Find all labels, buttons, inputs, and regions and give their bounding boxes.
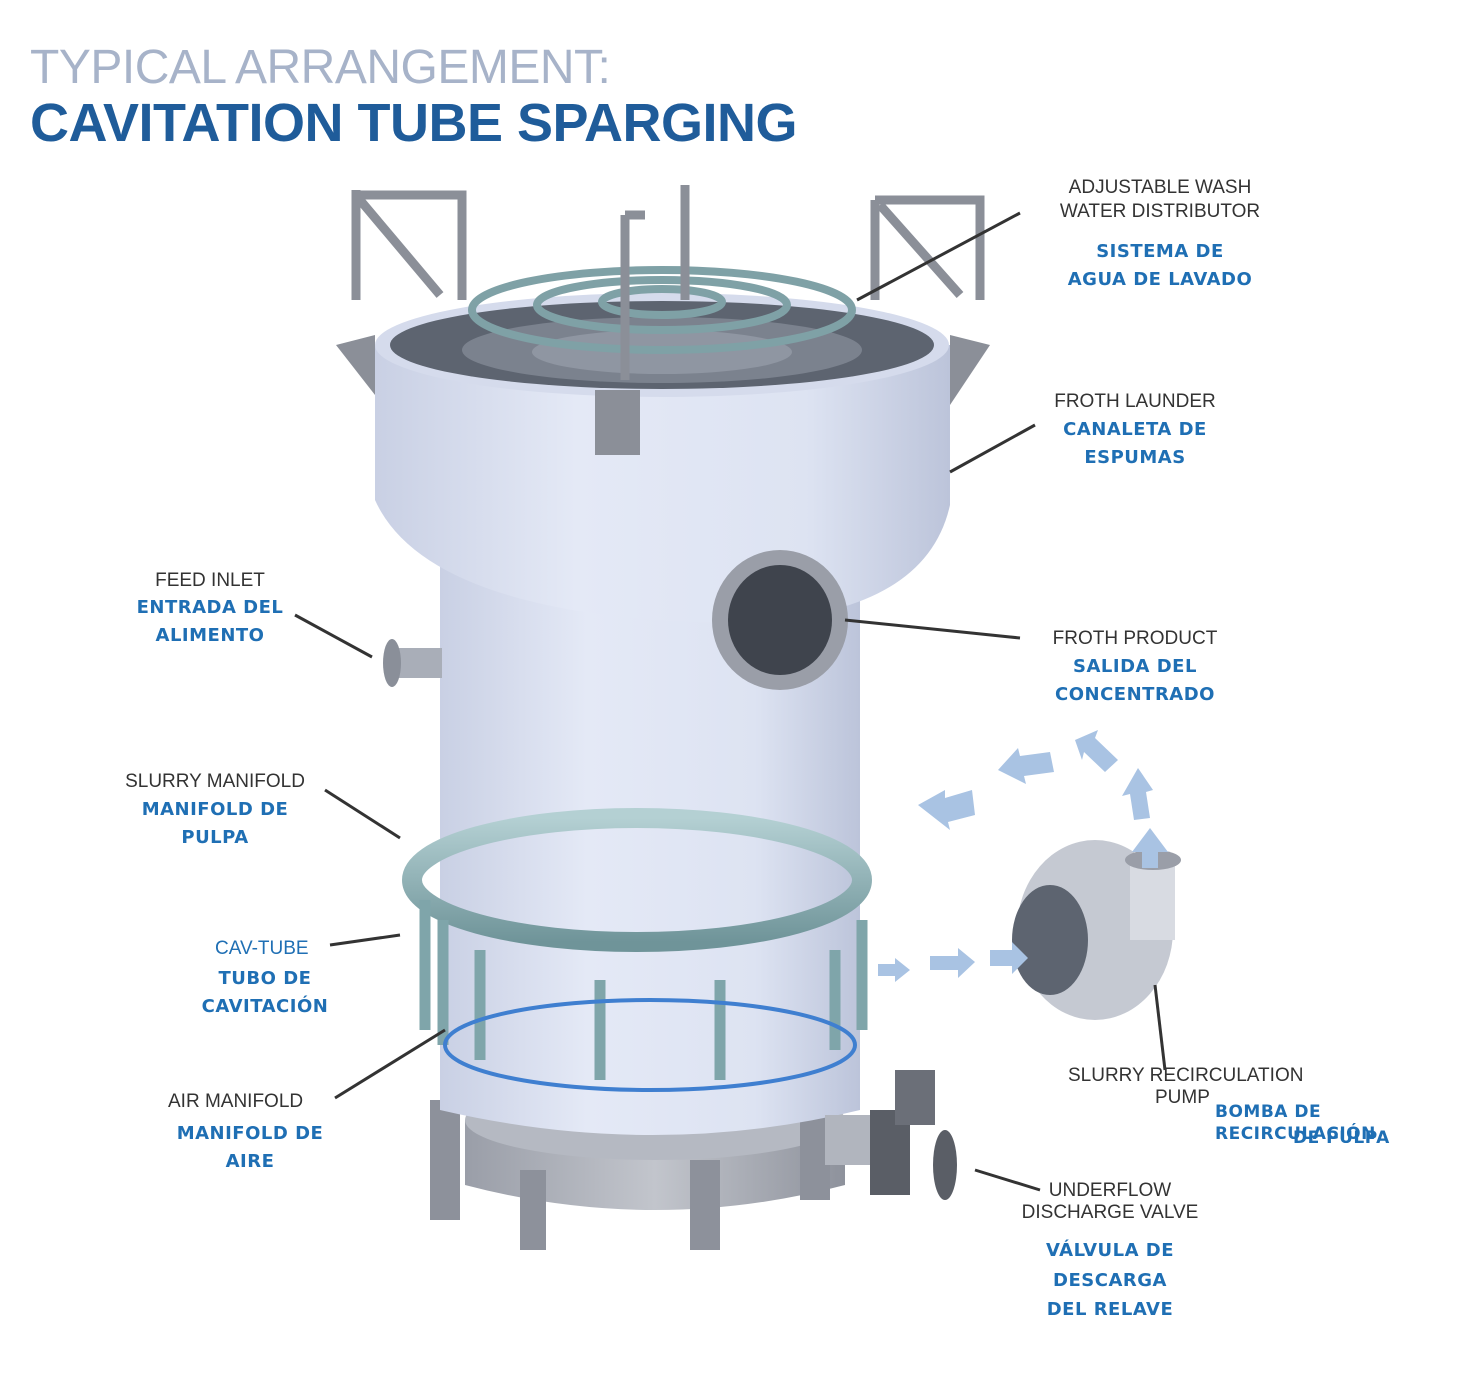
title-line-1: TYPICAL ARRANGEMENT:: [30, 41, 611, 94]
label-air-manifold-es1: MANIFOLD DE: [176, 1123, 324, 1144]
label-cav-tube-es1: TUBO DE: [218, 968, 312, 989]
label-froth-launder: FROTH LAUNDER CANALETA DE ESPUMAS: [1025, 388, 1245, 472]
label-slurry-manifold-es1: MANIFOLD DE: [141, 799, 289, 820]
label-recirc-pump-en2: PUMP: [1155, 1087, 1210, 1108]
label-wash-water-en: ADJUSTABLE WASH WATER DISTRIBUTOR: [1059, 177, 1261, 222]
label-froth-product: FROTH PRODUCT SALIDA DEL CONCENTRADO: [1025, 625, 1245, 709]
label-froth-product-en: FROTH PRODUCT: [1052, 628, 1218, 649]
label-slurry-manifold-es2: PULPA: [181, 827, 249, 848]
label-feed-inlet-en: FEED INLET: [155, 570, 265, 591]
label-underflow-valve-es2: DEL RELAVE: [1046, 1299, 1174, 1320]
label-recirc-pump-es2: DE PULPA: [1293, 1128, 1390, 1148]
label-froth-launder-es2: ESPUMAS: [1084, 447, 1186, 468]
label-wash-water-es1: SISTEMA DE: [1096, 241, 1224, 262]
label-feed-inlet-es1: ENTRADA DEL: [136, 597, 284, 618]
label-underflow-valve-en2: DISCHARGE VALVE: [1021, 1202, 1199, 1223]
label-wash-water-es2: AGUA DE LAVADO: [1067, 269, 1253, 290]
label-air-manifold-en: AIR MANIFOLD: [168, 1091, 304, 1112]
label-underflow-valve: UNDERFLOW DISCHARGE VALVE VÁLVULA DE DES…: [990, 1180, 1230, 1324]
froth-launder-drum: [375, 293, 950, 623]
froth-product-flange: [712, 550, 848, 690]
label-slurry-manifold-en: SLURRY MANIFOLD: [125, 771, 305, 792]
support-frames: [351, 185, 985, 380]
feed-inlet-nozzle: [383, 639, 442, 687]
air-manifold-ring: [443, 998, 857, 1092]
underflow-valve: [825, 1070, 957, 1200]
label-recirc-pump-en1: SLURRY RECIRCULATION: [1068, 1065, 1304, 1086]
label-feed-inlet-es2: ALIMENTO: [155, 625, 265, 646]
label-recirc-pump-es1: BOMBA DE RECIRCULACIÓN: [1215, 1102, 1376, 1144]
label-cav-tube: CAV-TUBE TUBO DE CAVITACIÓN: [170, 935, 360, 1021]
frame-brackets: [336, 335, 990, 455]
label-froth-launder-es1: CANALETA DE: [1063, 419, 1207, 440]
label-wash-water: ADJUSTABLE WASH WATER DISTRIBUTOR SISTEM…: [1010, 176, 1310, 294]
label-froth-launder-en: FROTH LAUNDER: [1054, 391, 1216, 412]
label-underflow-valve-en1: UNDERFLOW: [1048, 1180, 1172, 1201]
label-recirc-pump: SLURRY RECIRCULATION PUMP BOMBA DE RECIR…: [1060, 1065, 1470, 1148]
wash-water-rings: [468, 266, 856, 354]
label-underflow-valve-es1: VÁLVULA DE DESCARGA: [1045, 1240, 1175, 1291]
label-cav-tube-en: CAV-TUBE: [215, 938, 309, 959]
label-air-manifold-es2: AIRE: [225, 1151, 275, 1172]
label-feed-inlet: FEED INLET ENTRADA DEL ALIMENTO: [120, 568, 300, 650]
slurry-manifold-ring: [402, 808, 872, 952]
cav-tubes: [419, 900, 868, 1080]
lower-shell: [440, 900, 860, 1135]
label-slurry-manifold: SLURRY MANIFOLD MANIFOLD DE PULPA: [105, 768, 325, 852]
leader-lines: [294, 211, 1167, 1192]
label-froth-product-es1: SALIDA DEL: [1073, 656, 1197, 677]
label-froth-product-es2: CONCENTRADO: [1055, 684, 1215, 705]
label-air-manifold: AIR MANIFOLD MANIFOLD DE AIRE: [140, 1088, 360, 1176]
title-line-2: CAVITATION TUBE SPARGING: [30, 93, 798, 153]
recirculation-flow-arrows: [878, 730, 1168, 982]
label-cav-tube-es2: CAVITACIÓN: [201, 996, 329, 1017]
